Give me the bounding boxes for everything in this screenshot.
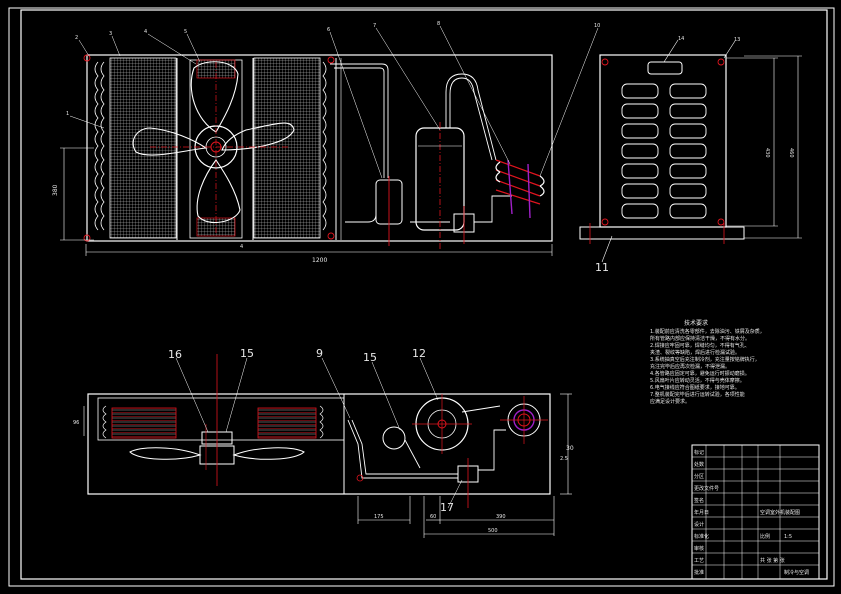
dim-top-bottom-d: 500 bbox=[488, 528, 498, 534]
dim-front-center: 4 bbox=[240, 244, 243, 250]
notes-line: 5.风扇叶片应转动灵活，不得与壳体摩擦。 bbox=[650, 377, 745, 384]
technical-notes: 技术要求 1.装配前应清洗各零部件，去除油污、铁屑及杂质， 所有管路内部应保持清… bbox=[650, 319, 765, 405]
callout-7: 7 bbox=[373, 23, 376, 29]
dim-side-outer: 460 bbox=[788, 148, 794, 158]
callout-11: 11 bbox=[595, 261, 609, 274]
tb-scale-value: 1:5 bbox=[784, 534, 792, 540]
notes-line: 2.焊接应牢固可靠，焊缝均匀，不得有气孔、 bbox=[650, 342, 750, 349]
callout-8: 8 bbox=[437, 21, 440, 27]
dim-top-bottom-a: 175 bbox=[374, 514, 384, 520]
tb-row: 审核 bbox=[694, 545, 704, 552]
title-block: 标记 处数 分区 更改文件号 签名 年月日 设计 标准化 审核 工艺 批准 空调… bbox=[691, 444, 820, 580]
notes-line: 应满足设计要求。 bbox=[650, 398, 690, 405]
tb-row: 标准化 bbox=[694, 533, 709, 540]
side-base bbox=[579, 226, 745, 240]
notes-line: 1.装配前应清洗各零部件，去除油污、铁屑及杂质， bbox=[650, 328, 765, 335]
callout-14: 14 bbox=[678, 36, 684, 42]
right-fin-block bbox=[253, 57, 321, 239]
louver-slots bbox=[621, 83, 707, 219]
notes-line: 充注完毕后应再次检漏，不得泄漏。 bbox=[650, 363, 730, 370]
dim-side-inner: 430 bbox=[764, 148, 770, 158]
callout-15a: 15 bbox=[240, 347, 254, 360]
handle-slot bbox=[647, 61, 683, 75]
top-view: 96 30 2.5 175 60 390 500 16 15 9 15 12 1… bbox=[73, 347, 574, 538]
dim-top-bottom-c: 390 bbox=[496, 514, 506, 520]
callout-16: 16 bbox=[168, 348, 182, 361]
notes-line: 4.各管路应固定可靠，避免运行时振动磨损。 bbox=[650, 370, 750, 377]
tb-org: 制冷与空调 bbox=[784, 569, 809, 576]
dim-top-right-b: 2.5 bbox=[560, 456, 568, 462]
notes-line: 7.整机装配完毕后进行运转试验，各项性能 bbox=[650, 391, 745, 398]
top-coil-left bbox=[111, 407, 177, 439]
notes-line: 3.系统抽真空后充注制冷剂，充注量按铭牌执行， bbox=[650, 356, 760, 363]
refrigerant-pipes bbox=[330, 63, 512, 223]
callout-17: 17 bbox=[440, 501, 454, 514]
tb-sheet: 共 张 第 张 bbox=[760, 557, 785, 564]
tb-row: 批准 bbox=[694, 569, 704, 576]
tb-drawing-name: 空调室外机装配图 bbox=[760, 509, 800, 516]
tb-row: 年月日 bbox=[694, 509, 709, 516]
tb-row: 分区 bbox=[694, 473, 704, 480]
side-panel bbox=[599, 54, 727, 228]
tb-row: 处数 bbox=[694, 461, 704, 468]
notes-line: 6.电气接线应符合图纸要求，接地可靠。 bbox=[650, 384, 740, 391]
top-coil-right bbox=[257, 407, 317, 439]
callout-4: 4 bbox=[144, 29, 147, 35]
outer-border bbox=[8, 7, 835, 587]
fan-blades bbox=[132, 61, 295, 224]
tb-row: 工艺 bbox=[694, 558, 704, 564]
side-view: 430 460 14 13 11 bbox=[579, 36, 802, 274]
tb-row: 设计 bbox=[694, 521, 704, 528]
tb-row: 更改文件号 bbox=[694, 485, 719, 492]
callout-1: 1 bbox=[66, 111, 69, 117]
tb-row: 签名 bbox=[694, 497, 704, 504]
callout-10: 10 bbox=[594, 23, 600, 29]
callout-2: 2 bbox=[75, 35, 78, 41]
top-accumulator bbox=[382, 426, 406, 450]
notes-line: 所有管路内部应保持清洁干燥，不得有水分。 bbox=[650, 335, 750, 342]
front-view: 1200 4 380 1 2 3 4 5 6 7 8 10 bbox=[52, 21, 600, 264]
callout-13: 13 bbox=[734, 37, 740, 43]
top-helix-coil bbox=[500, 396, 548, 444]
tb-row: 标记 bbox=[694, 449, 704, 456]
top-frame bbox=[87, 393, 551, 495]
callout-9: 9 bbox=[316, 347, 323, 360]
notes-line: 夹渣、裂纹等缺陷，焊后进行检漏试验。 bbox=[650, 349, 740, 356]
dim-front-width: 1200 bbox=[312, 257, 327, 264]
helix-coil bbox=[495, 159, 545, 219]
dim-top-bottom-b: 60 bbox=[430, 514, 436, 520]
inner-border bbox=[20, 9, 828, 580]
dim-top-left: 96 bbox=[73, 420, 79, 426]
callout-5: 5 bbox=[184, 29, 187, 35]
dim-front-height: 380 bbox=[52, 184, 59, 196]
dim-top-right-a: 30 bbox=[566, 445, 574, 452]
tb-scale-label: 比例 bbox=[760, 533, 770, 540]
callout-15b: 15 bbox=[363, 351, 377, 364]
left-fin-block bbox=[109, 57, 177, 239]
left-coil-bends bbox=[94, 61, 105, 231]
mount-screws bbox=[83, 54, 335, 242]
notes-title: 技术要求 bbox=[684, 319, 708, 327]
right-coil-bends bbox=[322, 61, 327, 231]
callout-3: 3 bbox=[109, 31, 112, 37]
callout-6: 6 bbox=[327, 27, 330, 33]
callout-12: 12 bbox=[412, 347, 426, 360]
